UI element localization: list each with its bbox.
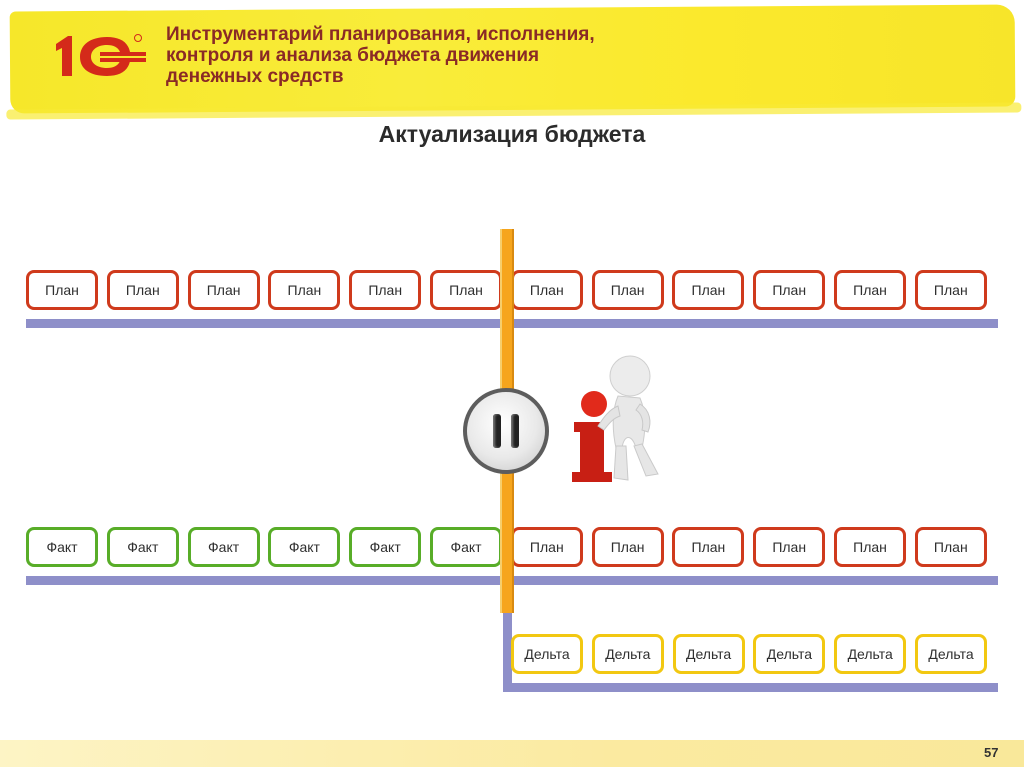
delta-cell[interactable]: Дельта [915, 634, 987, 674]
page-number: 57 [984, 745, 999, 760]
plan-cell[interactable]: План [753, 270, 826, 310]
plan-cell[interactable]: План [753, 527, 826, 567]
plan-cell[interactable]: План [510, 270, 583, 310]
plan-cell[interactable]: План [672, 527, 745, 567]
delta-cell[interactable]: Дельта [672, 634, 745, 674]
fact-cell[interactable]: Факт [268, 527, 341, 567]
plan-cell[interactable]: План [834, 270, 906, 310]
delta-rail [503, 683, 998, 692]
plan-cell[interactable]: План [106, 270, 179, 310]
info-figure-icon [572, 355, 659, 482]
plan-cell[interactable]: План [914, 527, 987, 567]
plan-cell[interactable]: План [268, 270, 341, 310]
footer-band [0, 740, 1024, 767]
fact-cell[interactable]: Факт [187, 527, 260, 567]
plan-cell[interactable]: План [672, 270, 745, 310]
fact-cell[interactable]: Факт [26, 527, 98, 567]
plan-cell[interactable]: План [26, 270, 98, 310]
1c-logo [56, 34, 146, 76]
plan-cell[interactable]: План [430, 270, 502, 310]
fact-cell[interactable]: Факт [430, 527, 502, 567]
plan-cell[interactable]: План [187, 270, 260, 310]
plan-cell[interactable]: План [510, 527, 583, 567]
header-title: Инструментарий планирования, исполнения,… [166, 24, 726, 87]
delta-cell[interactable]: Дельта [834, 634, 907, 674]
header-title-line-1: Инструментарий планирования, исполнения, [166, 24, 595, 45]
delta-rail-vertical [503, 585, 512, 692]
fact-cell[interactable]: Факт [106, 527, 179, 567]
plan-cell[interactable]: План [591, 527, 664, 567]
header-title-line-2: контроля и анализа бюджета движения [166, 45, 540, 66]
delta-cell[interactable]: Дельта [753, 634, 826, 674]
plan-cell[interactable]: План [834, 527, 906, 567]
plan-cell[interactable]: План [349, 270, 422, 310]
header-title-line-3: денежных средств [166, 66, 344, 87]
delta-cell[interactable]: Дельта [511, 634, 583, 674]
pause-button-icon[interactable] [463, 388, 549, 474]
fact-cell[interactable]: Факт [349, 527, 422, 567]
plan-cell[interactable]: План [914, 270, 987, 310]
delta-cell[interactable]: Дельта [591, 634, 664, 674]
slide-subtitle: Актуализация бюджета [378, 121, 646, 147]
plan-cell[interactable]: План [591, 270, 664, 310]
